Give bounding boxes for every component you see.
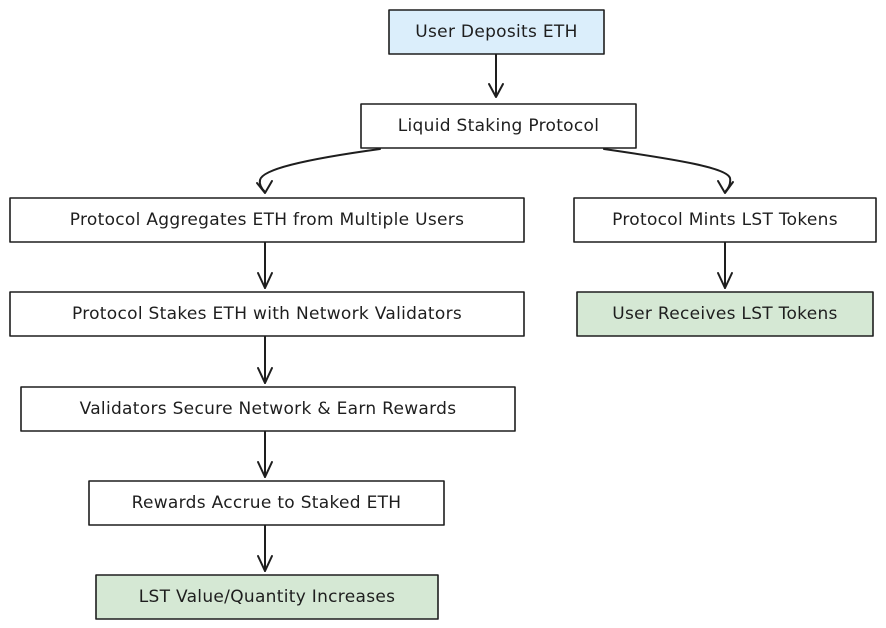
node-lst-value-increases[interactable]: LST Value/Quantity Increases: [95, 574, 439, 620]
node-protocol-aggregates[interactable]: Protocol Aggregates ETH from Multiple Us…: [9, 197, 525, 243]
edge-liquid-staking-to-aggregates: [256, 148, 381, 194]
node-user-deposits-label: User Deposits ETH: [415, 22, 577, 42]
node-user-deposits[interactable]: User Deposits ETH: [388, 9, 605, 55]
node-liquid-staking-protocol-label: Liquid Staking Protocol: [398, 116, 600, 136]
node-protocol-mints[interactable]: Protocol Mints LST Tokens: [573, 197, 877, 243]
node-user-receives-label: User Receives LST Tokens: [612, 304, 837, 324]
node-validators-secure-box: [20, 386, 516, 432]
edge-aggregates-to-stakes: [257, 241, 273, 289]
node-rewards-accrue-box: [88, 480, 445, 526]
node-protocol-mints-box: [573, 197, 877, 243]
node-protocol-aggregates-box: [9, 197, 525, 243]
node-user-receives[interactable]: User Receives LST Tokens: [576, 291, 874, 337]
node-rewards-accrue[interactable]: Rewards Accrue to Staked ETH: [88, 480, 445, 526]
node-lst-value-increases-box: [95, 574, 439, 620]
edge-user-deposits-to-liquid-staking: [488, 53, 504, 98]
node-protocol-stakes-label: Protocol Stakes ETH with Network Validat…: [72, 304, 462, 324]
node-protocol-stakes[interactable]: Protocol Stakes ETH with Network Validat…: [9, 291, 525, 337]
node-validators-secure[interactable]: Validators Secure Network & Earn Rewards: [20, 386, 516, 432]
node-validators-secure-label: Validators Secure Network & Earn Rewards: [80, 399, 457, 419]
edge-rewards-to-lst-value: [257, 524, 273, 572]
node-liquid-staking-protocol[interactable]: Liquid Staking Protocol: [360, 103, 637, 149]
nodes-group: User Deposits ETH Liquid Staking Protoco…: [9, 9, 877, 620]
node-lst-value-increases-label: LST Value/Quantity Increases: [139, 587, 396, 607]
node-protocol-aggregates-label: Protocol Aggregates ETH from Multiple Us…: [70, 210, 465, 230]
edges-group: [256, 53, 734, 572]
edge-liquid-staking-to-mints: [603, 148, 734, 194]
edge-stakes-to-validators: [257, 335, 273, 384]
node-protocol-mints-label: Protocol Mints LST Tokens: [612, 210, 838, 230]
node-user-deposits-box: [388, 9, 605, 55]
edge-mints-to-receives: [717, 241, 733, 289]
node-rewards-accrue-label: Rewards Accrue to Staked ETH: [132, 493, 402, 513]
node-liquid-staking-protocol-box: [360, 103, 637, 149]
node-protocol-stakes-box: [9, 291, 525, 337]
edge-validators-to-rewards: [257, 430, 273, 478]
node-user-receives-box: [576, 291, 874, 337]
